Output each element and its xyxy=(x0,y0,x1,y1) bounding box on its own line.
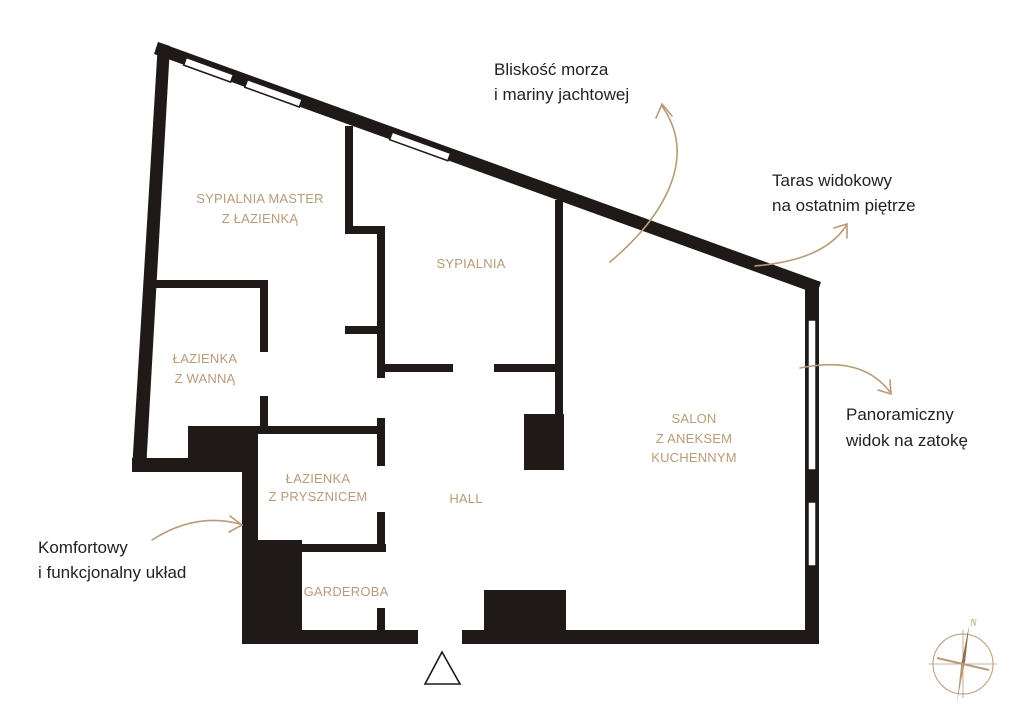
left-ledge-wall xyxy=(132,458,192,472)
wall-master-step-h xyxy=(345,226,385,234)
arrow-sea-head xyxy=(655,102,673,119)
compass-icon: N xyxy=(929,618,997,702)
label-master-2: Z ŁAZIENKĄ xyxy=(222,211,299,226)
label-wardrobe: GARDEROBA xyxy=(304,584,389,599)
window-right-1 xyxy=(807,319,817,471)
top-diagonal-wall xyxy=(154,42,821,294)
outer-walls xyxy=(132,42,821,644)
note-layout-1: Komfortowy xyxy=(38,538,128,557)
window-2 xyxy=(243,78,304,108)
arrow-terrace xyxy=(754,225,847,267)
wall-bath-tub-right-low xyxy=(260,396,268,430)
label-hall: HALL xyxy=(449,491,482,506)
interior-walls xyxy=(156,126,564,644)
wall-bedroom-left xyxy=(377,226,385,378)
shaft-block-left xyxy=(188,426,258,472)
wall-salon-stub xyxy=(555,364,563,420)
note-layout-2: i funkcjonalny układ xyxy=(38,563,186,582)
wall-shower-top xyxy=(256,426,384,434)
left-wall xyxy=(132,42,170,470)
label-salon-3: KUCHENNYM xyxy=(651,450,737,465)
label-bath-shower-1: ŁAZIENKA xyxy=(286,471,351,486)
wall-bath-tub-right xyxy=(260,280,268,352)
label-master-1: SYPIALNIA MASTER xyxy=(196,191,323,206)
wall-shower-right-low xyxy=(377,512,385,550)
lower-left-wall xyxy=(242,470,258,644)
room-labels: SYPIALNIA MASTER Z ŁAZIENKĄ SYPIALNIA ŁA… xyxy=(173,191,737,599)
note-sea-1: Bliskość morza xyxy=(494,60,609,79)
note-sea-2: i mariny jachtowej xyxy=(494,85,629,104)
label-bath-tub-2: Z WANNĄ xyxy=(175,371,236,386)
window-1 xyxy=(182,56,235,84)
arrow-layout-head xyxy=(228,515,244,533)
wall-salon-block xyxy=(524,414,564,470)
note-terrace-1: Taras widokowy xyxy=(772,171,892,190)
arrow-terrace-head xyxy=(833,222,848,239)
label-salon-1: SALON xyxy=(671,411,716,426)
window-right-2 xyxy=(807,501,817,567)
wall-wardrobe-right xyxy=(377,608,385,644)
wall-bedroom-right xyxy=(555,200,563,372)
label-bath-tub-1: ŁAZIENKA xyxy=(173,351,238,366)
kitchen-block xyxy=(484,590,566,644)
arrow-layout xyxy=(151,519,241,541)
wall-wardrobe-top xyxy=(300,544,386,552)
wall-master-bedroom-split xyxy=(345,126,353,234)
note-terrace-2: na ostatnim piętrze xyxy=(772,196,916,215)
wall-bedroom-bottom-right xyxy=(494,364,562,372)
wall-bedroom-bottom-left xyxy=(377,364,453,372)
note-panorama-2: widok na zatokę xyxy=(845,431,968,450)
window-3 xyxy=(388,131,452,162)
label-bath-shower-2: Z PRYSZNICEM xyxy=(269,489,368,504)
entrance-triangle-icon xyxy=(423,650,462,685)
shaft-block-wardrobe xyxy=(256,540,302,644)
label-salon-2: Z ANEKSEM xyxy=(656,431,732,446)
note-panorama-1: Panoramiczny xyxy=(846,405,954,424)
wall-shower-right xyxy=(377,418,385,466)
label-bedroom: SYPIALNIA xyxy=(437,256,506,271)
wall-bath-tub-top xyxy=(156,280,268,288)
arrow-sea xyxy=(609,105,678,263)
wall-master-stub xyxy=(345,326,385,334)
arrow-panorama-head xyxy=(877,379,892,396)
annotations: Bliskość morza i mariny jachtowej Taras … xyxy=(38,60,968,582)
compass-north-label: N xyxy=(969,618,978,629)
arrow-panorama xyxy=(799,363,891,393)
annotation-arrows xyxy=(151,102,892,541)
windows xyxy=(182,56,817,567)
